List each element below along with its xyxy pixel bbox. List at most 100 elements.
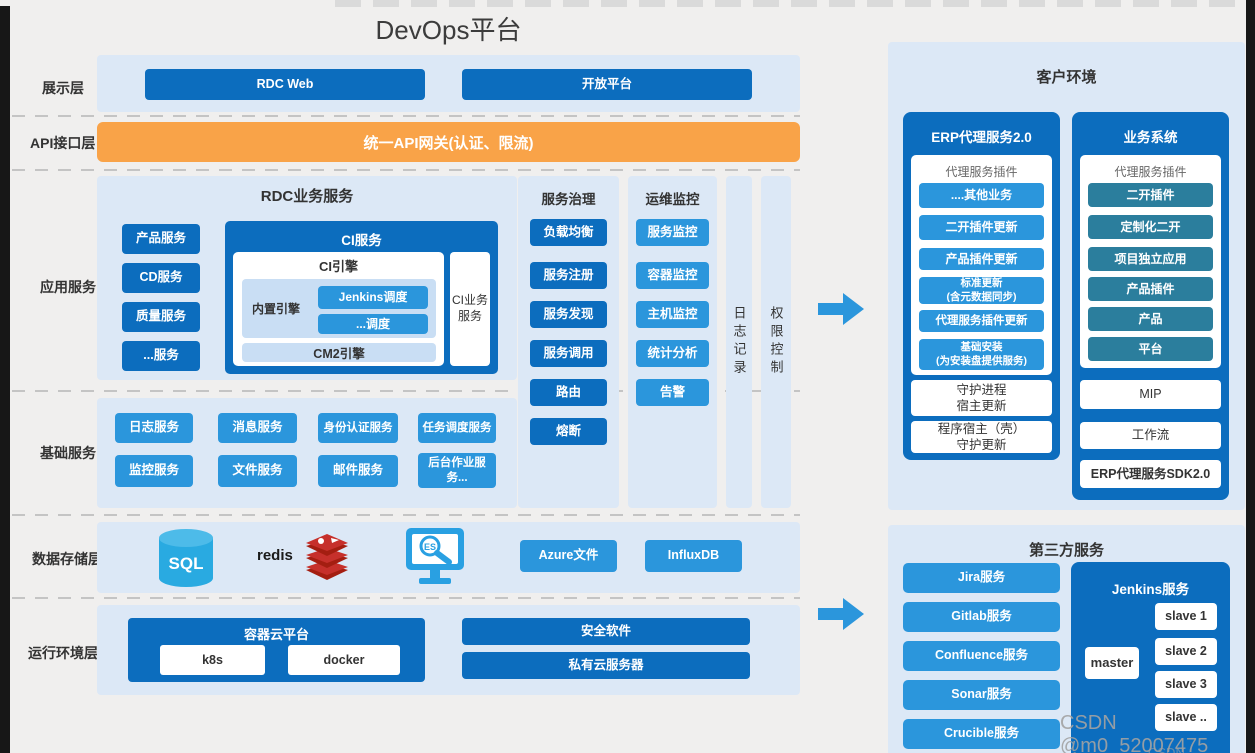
watermark: CSDN @m0_52007475 <box>1060 712 1209 753</box>
jenkins-scheduler-box: Jenkins调度 <box>318 286 428 309</box>
erp-secdev-update-box: 二开插件更新 <box>919 215 1044 240</box>
separator <box>12 115 800 117</box>
erp-sdk-box: ERP代理服务SDK2.0 <box>1080 460 1221 488</box>
ci-service-title: CI服务 <box>341 233 382 248</box>
right-border <box>1246 0 1255 753</box>
arrow-right-icon <box>818 598 864 630</box>
message-service-box: 消息服务 <box>218 413 297 443</box>
service-discovery-box: 服务发现 <box>530 301 607 328</box>
jenkins-slaveN-box: slave .. <box>1155 704 1217 731</box>
business-system-column: 业务系统 代理服务插件 二开插件 定制化二开 项目独立应用 产品插件 产品 平台… <box>1072 112 1229 500</box>
ci-engine-title: CI引擎 <box>318 259 358 274</box>
basic-services-panel: 日志服务 消息服务 身份认证服务 任务调度服务 监控服务 文件服务 邮件服务 后… <box>97 398 517 508</box>
layer-label-basic: 基础服务 <box>40 445 96 461</box>
monitor-service-box: 监控服务 <box>115 455 193 487</box>
stats-analysis-box: 统计分析 <box>636 340 709 367</box>
builtin-engine-box: 内置引擎 Jenkins调度 ...调度 <box>242 279 436 338</box>
sonar-service-box: Sonar服务 <box>903 680 1060 710</box>
rdc-panel-title: RDC业务服务 <box>260 188 354 205</box>
docker-box: docker <box>288 645 400 675</box>
background-job-service-box: 后台作业服 务... <box>418 453 496 488</box>
separator <box>12 169 800 171</box>
auth-service-box: 身份认证服务 <box>318 413 398 443</box>
presentation-panel: RDC Web 开放平台 <box>97 55 800 112</box>
secdev-plugin-box: 二开插件 <box>1088 183 1213 207</box>
arrow-right-icon <box>818 293 864 325</box>
log-service-box: 日志服务 <box>115 413 193 443</box>
service-register-box: 服务注册 <box>530 262 607 289</box>
erp-plugin-box: 代理服务插件 ....其他业务 二开插件更新 产品插件更新 标准更新 (含元数据… <box>911 155 1052 375</box>
custom-secdev-box: 定制化二开 <box>1088 215 1213 239</box>
ci-service-box: CI服务 CI引擎 内置引擎 Jenkins调度 ...调度 CM2引擎 CI业… <box>225 221 498 374</box>
business-plugin-box: 代理服务插件 二开插件 定制化二开 项目独立应用 产品插件 产品 平台 <box>1080 155 1221 368</box>
ci-engine-box: CI引擎 内置引擎 Jenkins调度 ...调度 CM2引擎 <box>233 252 444 366</box>
separator <box>12 597 800 599</box>
logging-strip-label: 日志记录 <box>731 306 747 378</box>
jenkins-slave2-box: slave 2 <box>1155 638 1217 665</box>
host-monitor-box: 主机监控 <box>636 301 709 328</box>
container-monitor-box: 容器监控 <box>636 262 709 289</box>
ci-business-box: CI业务 服务 <box>450 252 490 366</box>
service-monitor-box: 服务监控 <box>636 219 709 246</box>
azure-file-box: Azure文件 <box>520 540 617 572</box>
container-cloud-box: 容器云平台 k8s docker <box>128 618 425 682</box>
mail-service-box: 邮件服务 <box>318 455 398 487</box>
routing-box: 路由 <box>530 379 607 406</box>
jenkins-slave3-box: slave 3 <box>1155 671 1217 698</box>
api-gateway-bar: 统一API网关(认证、限流) <box>97 122 800 162</box>
k8s-box: k8s <box>160 645 265 675</box>
jira-service-box: Jira服务 <box>903 563 1060 593</box>
jenkins-service-box: Jenkins服务 master slave 1 slave 2 slave 3… <box>1071 562 1230 753</box>
product-plugin-box: 产品插件 <box>1088 277 1213 301</box>
rdc-web-box: RDC Web <box>145 69 425 100</box>
business-plugin-label: 代理服务插件 <box>1114 165 1187 179</box>
circuit-break-box: 熔断 <box>530 418 607 445</box>
product-service-box: 产品服务 <box>122 224 200 254</box>
separator <box>12 514 800 516</box>
influxdb-box: InfluxDB <box>645 540 742 572</box>
container-cloud-title: 容器云平台 <box>243 627 309 642</box>
redis-icon <box>306 534 348 580</box>
mip-box: MIP <box>1080 380 1221 409</box>
layer-label-runtime: 运行环境层 <box>28 645 98 661</box>
runtime-panel: 容器云平台 k8s docker 安全软件 私有云服务器 <box>97 605 800 695</box>
file-service-box: 文件服务 <box>218 455 297 487</box>
independent-app-box: 项目独立应用 <box>1088 247 1213 271</box>
governance-panel: 服务治理 负载均衡 服务注册 服务发现 服务调用 路由 熔断 <box>518 176 619 508</box>
logging-strip: 日志记录 <box>726 176 752 508</box>
other-scheduler-box: ...调度 <box>318 314 428 334</box>
erp-standard-update-box: 标准更新 (含元数据同步) <box>919 277 1044 304</box>
alert-box: 告警 <box>636 379 709 406</box>
security-software-box: 安全软件 <box>462 618 750 645</box>
jenkins-slave1-box: slave 1 <box>1155 603 1217 630</box>
workflow-box: 工作流 <box>1080 422 1221 449</box>
layer-label-application: 应用服务 <box>40 279 96 295</box>
erp-program-host-box: 程序宿主（壳） 守护更新 <box>911 421 1052 453</box>
layer-label-storage: 数据存储层 <box>32 551 102 567</box>
erp-daemon-host-box: 守护进程 宿主更新 <box>911 380 1052 416</box>
layer-label-presentation: 展示层 <box>42 80 84 96</box>
svg-text:ES: ES <box>424 542 436 552</box>
redis-label: redis <box>257 547 293 564</box>
erp-other-business-box: ....其他业务 <box>919 183 1044 208</box>
page-title: DevOps平台 <box>375 15 522 45</box>
storage-panel: SQL redis ES Azure文件 InfluxDB <box>97 522 800 593</box>
gitlab-service-box: Gitlab服务 <box>903 602 1060 632</box>
erp-product-update-box: 产品插件更新 <box>919 248 1044 270</box>
elasticsearch-icon: ES <box>406 528 464 584</box>
cd-service-box: CD服务 <box>122 263 200 293</box>
erp-proxy-column: ERP代理服务2.0 代理服务插件 ....其他业务 二开插件更新 产品插件更新… <box>903 112 1060 460</box>
governance-title: 服务治理 <box>541 192 596 207</box>
separator <box>12 390 800 392</box>
customer-env-title: 客户环境 <box>1036 69 1097 86</box>
monitoring-title: 运维监控 <box>645 192 700 207</box>
open-platform-box: 开放平台 <box>462 69 752 100</box>
load-balance-box: 负载均衡 <box>530 219 607 246</box>
builtin-engine-label: 内置引擎 <box>252 302 301 316</box>
monitoring-panel: 运维监控 服务监控 容器监控 主机监控 统计分析 告警 <box>628 176 717 508</box>
private-cloud-box: 私有云服务器 <box>462 652 750 679</box>
customer-env-panel: 客户环境 ERP代理服务2.0 代理服务插件 ....其他业务 二开插件更新 产… <box>888 42 1245 510</box>
permission-strip: 权限控制 <box>761 176 791 508</box>
svg-text:SQL: SQL <box>169 554 204 573</box>
